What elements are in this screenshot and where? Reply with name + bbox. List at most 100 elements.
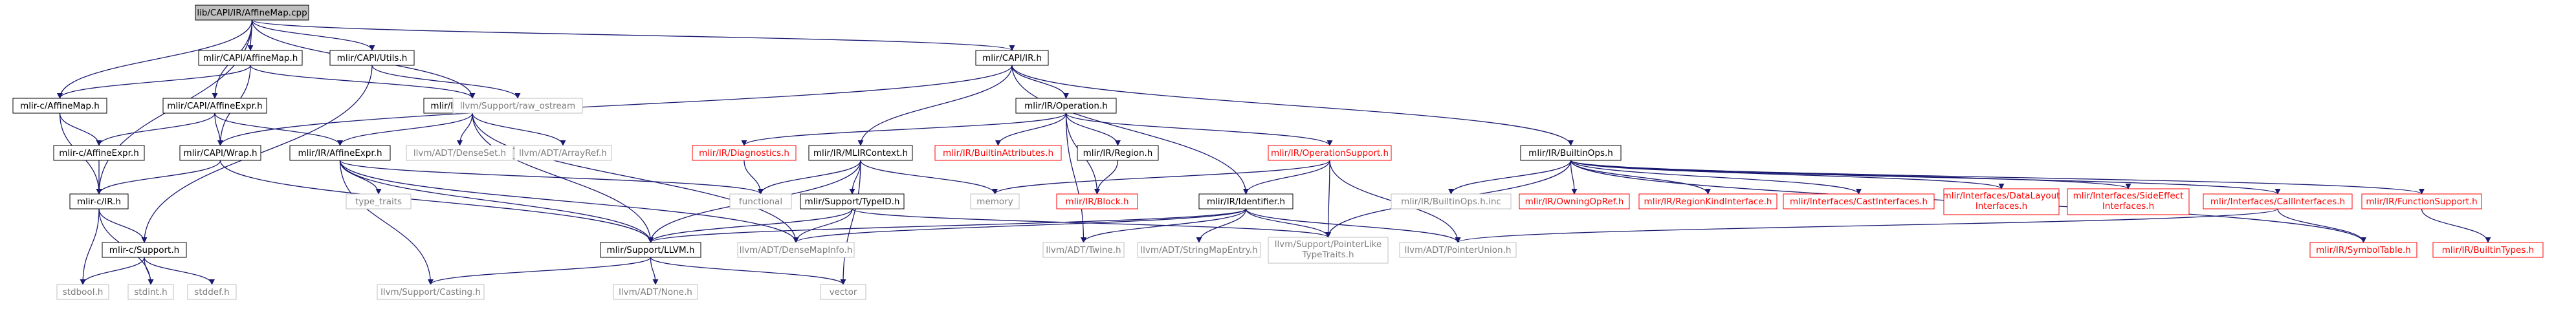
- node-box: [2309, 242, 2417, 258]
- node-ir_operationsupport[interactable]: mlir/IR/OperationSupport.h: [1268, 145, 1392, 161]
- node-label: llvm/ADT/StringMapEntry.h: [1140, 245, 1257, 255]
- node-box: [346, 193, 412, 209]
- edge-ir_operation-to-ir_region: [1065, 113, 1121, 146]
- edge-ir_builtinops-to-callinterfaces: [1570, 160, 2281, 195]
- edge-ir_operationsupport-to-ir_identifier: [1242, 160, 1330, 195]
- node-builtintypes[interactable]: mlir/IR/BuiltinTypes.h: [2432, 242, 2544, 258]
- node-box: [800, 193, 905, 209]
- node-box: [514, 145, 612, 161]
- node-box: [289, 145, 391, 161]
- node-capi_affineexpr[interactable]: mlir/CAPI/AffineExpr.h: [162, 98, 267, 114]
- node-box: [1268, 145, 1392, 161]
- node-capi_wrap[interactable]: mlir/CAPI/Wrap.h: [179, 145, 261, 161]
- node-label: functional: [739, 197, 782, 207]
- node-c_support[interactable]: mlir-c/Support.h: [102, 242, 187, 258]
- node-box: [1137, 242, 1261, 258]
- node-box: [1056, 193, 1138, 209]
- node-capi_ir[interactable]: mlir/CAPI/IR.h: [975, 50, 1049, 66]
- node-adt_denseset: llvm/ADT/DenseSet.h: [406, 145, 514, 161]
- node-callinterfaces[interactable]: mlir/Interfaces/CallInterfaces.h: [2203, 193, 2353, 209]
- edge-c_affinemap-to-c_affineexpr: [59, 113, 102, 146]
- edge-ir_identifier-to-support_llvm: [648, 208, 1247, 243]
- node-label: stdbool.h: [63, 287, 104, 297]
- node-root[interactable]: lib/CAPI/IR/AffineMap.cpp: [195, 5, 309, 21]
- node-ir_operation[interactable]: mlir/IR/Operation.h: [1015, 98, 1117, 114]
- node-label: mlir/IR/BuiltinTypes.h: [2442, 245, 2534, 255]
- node-box: [406, 145, 514, 161]
- edge-capi_ir-to-ir_operation: [1011, 65, 1070, 99]
- node-label: mlir/CAPI/AffineMap.h: [203, 53, 298, 63]
- node-label: mlir/IR/BuiltinOps.h: [1528, 148, 1613, 158]
- node-c_affinemap[interactable]: mlir-c/AffineMap.h: [12, 98, 107, 114]
- edge-ir_affinemap-to-densemapinfo: [472, 113, 799, 243]
- edge-support_typeid-to-densemapinfo: [793, 208, 853, 243]
- node-ir_owningopref[interactable]: mlir/IR/OwningOpRef.h: [1519, 193, 1630, 209]
- node-type_traits: type_traits: [346, 193, 412, 209]
- edge-support_llvm-to-adt_none: [650, 257, 659, 285]
- node-label: mlir/Interfaces/CastInterfaces.h: [1790, 197, 1928, 207]
- node-functionsupport[interactable]: mlir/IR/FunctionSupport.h: [2361, 193, 2482, 209]
- node-ir_region[interactable]: mlir/IR/Region.h: [1077, 145, 1159, 161]
- node-ir_identifier[interactable]: mlir/IR/Identifier.h: [1198, 193, 1294, 209]
- node-label: lib/CAPI/IR/AffineMap.cpp: [197, 8, 307, 18]
- node-box: [1520, 145, 1622, 161]
- node-box: [195, 5, 309, 21]
- edge-ir_identifier-to-pointerunion: [1245, 208, 1461, 243]
- node-box: [2361, 193, 2482, 209]
- node-box: [179, 145, 261, 161]
- node-label: mlir/CAPI/Wrap.h: [183, 148, 257, 158]
- node-c_affineexpr[interactable]: mlir-c/AffineExpr.h: [53, 145, 145, 161]
- node-box: [1943, 188, 2060, 215]
- node-box: [198, 50, 303, 66]
- node-box: [377, 284, 485, 300]
- node-capi_utils[interactable]: mlir/CAPI/Utils.h: [329, 50, 415, 66]
- edge-functionsupport-to-builtintypes: [2421, 208, 2491, 243]
- edge-capi_ir-to-ir_identifier: [1011, 65, 1249, 195]
- edge-ir_builtinops-to-sideeffect: [1570, 160, 2131, 189]
- node-builtinops_inc: mlir/IR/BuiltinOps.h.inc: [1391, 193, 1512, 209]
- node-ir_builtinattributes[interactable]: mlir/IR/BuiltinAttributes.h: [934, 145, 1062, 161]
- node-ir_mlircontext[interactable]: mlir/IR/MLIRContext.h: [808, 145, 913, 161]
- edge-capi_affineexpr-to-ir_affineexpr: [214, 113, 343, 146]
- node-label: mlir/IR/Region.h: [1083, 148, 1153, 158]
- node-ir_builtinops[interactable]: mlir/IR/BuiltinOps.h: [1520, 145, 1622, 161]
- node-pointerunion: llvm/ADT/PointerUnion.h: [1399, 242, 1517, 258]
- node-box: [452, 98, 583, 114]
- node-label: mlir/Interfaces/CallInterfaces.h: [2210, 197, 2345, 207]
- node-support_typeid[interactable]: mlir/Support/TypeID.h: [800, 193, 905, 209]
- edge-callinterfaces-to-symboltable: [2277, 208, 2367, 243]
- node-box: [2432, 242, 2544, 258]
- node-label: llvm/ADT/ArrayRef.h: [519, 148, 607, 158]
- node-c_ir[interactable]: mlir-c/IR.h: [69, 193, 129, 209]
- edge-ir_identifier-to-densemapinfo: [793, 208, 1247, 243]
- node-functional: functional: [729, 193, 792, 209]
- edge-ir_operation-to-ir_diagnostics: [741, 113, 1067, 146]
- node-ir_affineexpr[interactable]: mlir/IR/AffineExpr.h: [289, 145, 391, 161]
- edge-ir_builtinops-to-datalayout: [1570, 160, 2005, 189]
- node-regionkind[interactable]: mlir/IR/RegionKindInterface.h: [1638, 193, 1778, 209]
- node-box: [1198, 193, 1294, 209]
- node-label: mlir/IR/SymbolTable.h: [2316, 245, 2411, 255]
- edge-ir_operationsupport-to-pointerlike: [1325, 160, 1332, 238]
- edge-ir_mlircontext-to-vector: [840, 160, 861, 285]
- node-capi_affinemap_h[interactable]: mlir/CAPI/AffineMap.h: [198, 50, 303, 66]
- node-label: mlir/IR/MLIRContext.h: [813, 148, 908, 158]
- node-symboltable[interactable]: mlir/IR/SymbolTable.h: [2309, 242, 2417, 258]
- node-label: mlir/CAPI/IR.h: [982, 53, 1042, 63]
- node-castinterfaces[interactable]: mlir/Interfaces/CastInterfaces.h: [1783, 193, 1935, 209]
- node-ir_diagnostics[interactable]: mlir/IR/Diagnostics.h: [692, 145, 797, 161]
- edge-c_support-to-stddef: [144, 257, 215, 285]
- node-support_llvm[interactable]: mlir/Support/LLVM.h: [600, 242, 701, 258]
- edge-ir_builtinops-to-functionsupport: [1570, 160, 2425, 195]
- node-box: [737, 242, 855, 258]
- node-box: [1015, 98, 1117, 114]
- node-box: [329, 50, 415, 66]
- node-ir_block[interactable]: mlir/IR/Block.h: [1056, 193, 1138, 209]
- node-label: mlir/IR/Operation.h: [1024, 101, 1108, 111]
